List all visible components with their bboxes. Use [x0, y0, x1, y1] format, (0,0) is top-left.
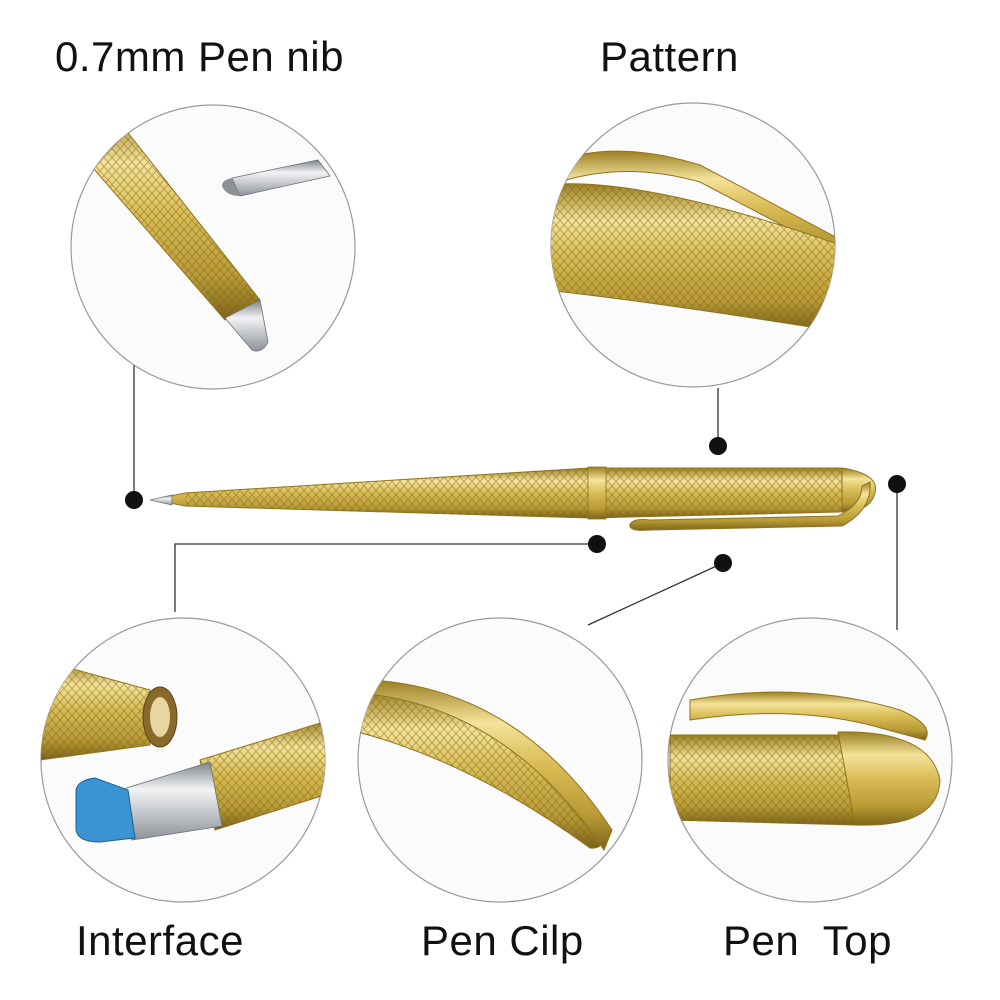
label-interface: Interface: [76, 917, 244, 964]
label-pattern: Pattern: [600, 33, 739, 80]
label-pen-top: Pen Top: [723, 917, 893, 964]
detail-circle-interface: [40, 617, 326, 903]
label-pen-clip: Pen Cilp: [421, 917, 584, 964]
callout-dots: [125, 437, 906, 572]
detail-circle-nib: [70, 104, 356, 390]
callout-lines: [133, 364, 898, 630]
detail-circle-clip: [357, 617, 643, 903]
detail-circle-pattern: [550, 102, 836, 388]
main-pen: [149, 466, 877, 531]
label-pen-nib: 0.7mm Pen nib: [55, 33, 344, 80]
detail-circle-top: [667, 617, 953, 903]
